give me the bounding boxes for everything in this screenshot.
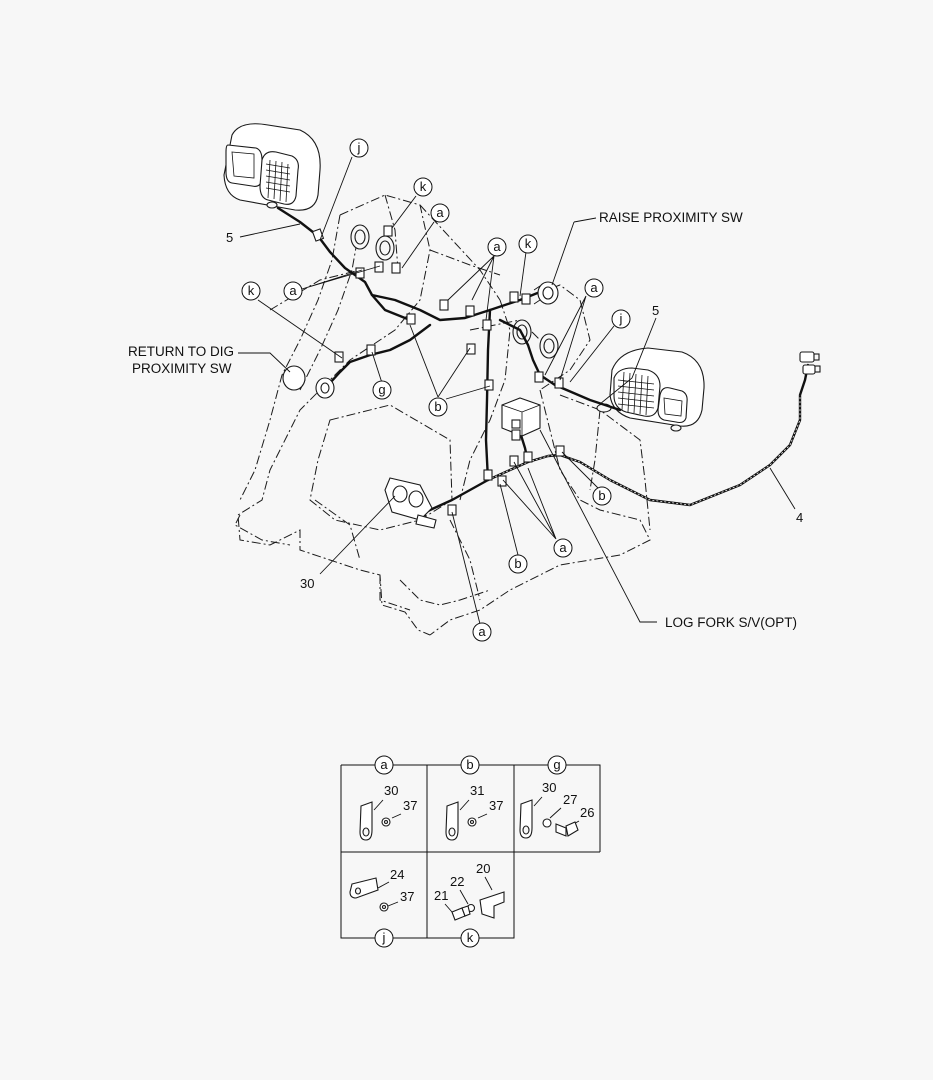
svg-text:a: a <box>436 205 444 220</box>
loader-frame-outline <box>234 194 651 636</box>
part-30-g: 30 <box>542 780 556 795</box>
part-24: 24 <box>390 867 404 882</box>
svg-text:k: k <box>525 236 532 251</box>
callout-4: 4 <box>796 510 803 525</box>
part-30: 30 <box>384 783 398 798</box>
raise-proximity-sw-label: RAISE PROXIMITY SW <box>599 210 743 225</box>
detail-cell-b: b 31 37 <box>445 755 503 841</box>
bubble-j-right: j <box>611 309 631 329</box>
svg-text:a: a <box>289 283 297 298</box>
svg-text:k: k <box>420 179 427 194</box>
svg-text:a: a <box>590 280 598 295</box>
bubble-b-mid: b <box>428 397 448 417</box>
detail-cell-a: a 30 37 <box>359 755 417 841</box>
svg-text:b: b <box>434 399 441 414</box>
part-21: 21 <box>434 888 448 903</box>
part-31: 31 <box>470 783 484 798</box>
wiring-harness <box>276 206 810 517</box>
pivot-bosses <box>350 224 612 413</box>
switch-cluster-30 <box>384 477 437 529</box>
part-37-b: 37 <box>489 798 503 813</box>
callout-30: 30 <box>300 576 314 591</box>
part-22: 22 <box>450 874 464 889</box>
svg-text:b: b <box>598 488 605 503</box>
svg-text:a: a <box>380 757 388 772</box>
bubble-k-top: k <box>413 177 433 197</box>
bubble-a-lower: a <box>553 538 573 558</box>
svg-text:g: g <box>378 382 385 397</box>
part-20: 20 <box>476 861 490 876</box>
detail-table: a 30 37 b 31 37 g 30 27 26 <box>340 755 601 948</box>
bubble-a-top: a <box>430 203 450 223</box>
part-27: 27 <box>563 792 577 807</box>
bubble-g-mid: g <box>372 380 392 400</box>
bubble-k-left: k <box>241 281 261 301</box>
svg-text:g: g <box>553 757 560 772</box>
svg-text:j: j <box>357 140 361 155</box>
bubble-a-mid1: a <box>487 237 507 257</box>
part-26: 26 <box>580 805 594 820</box>
bubble-k-mid: k <box>518 234 538 254</box>
left-work-lamp <box>223 123 321 211</box>
svg-text:b: b <box>466 757 473 772</box>
detail-bubbles: j k a a k a k g b a j b a b a <box>241 138 631 642</box>
detail-cell-g: g 30 27 26 <box>519 755 594 839</box>
leader-lines <box>238 156 796 625</box>
return-to-dig-label-line2: PROXIMITY SW <box>132 361 232 376</box>
svg-text:b: b <box>514 556 521 571</box>
bubble-a-right: a <box>584 278 604 298</box>
connector-4-end <box>799 351 821 375</box>
right-work-lamp <box>609 347 705 432</box>
svg-text:k: k <box>467 930 474 945</box>
svg-text:a: a <box>559 540 567 555</box>
svg-text:k: k <box>248 283 255 298</box>
bubble-a-left: a <box>283 281 303 301</box>
part-37-j: 37 <box>400 889 414 904</box>
bubble-b-lower: b <box>508 554 528 574</box>
callout-5-right: 5 <box>652 303 659 318</box>
part-37: 37 <box>403 798 417 813</box>
bubble-b-right: b <box>592 486 612 506</box>
svg-text:a: a <box>478 624 486 639</box>
callout-5-left: 5 <box>226 230 233 245</box>
return-to-dig-label-line1: RETURN TO DIG <box>128 344 234 359</box>
diagram-labels: RAISE PROXIMITY SW RETURN TO DIG PROXIMI… <box>128 210 803 630</box>
svg-text:j: j <box>382 930 386 945</box>
detail-cell-j: j 24 37 <box>349 867 414 948</box>
raise-proximity-switch <box>533 281 559 305</box>
harness-clamps <box>311 225 565 516</box>
return-to-dig-proximity-switch <box>282 365 335 399</box>
svg-text:a: a <box>493 239 501 254</box>
log-fork-solenoid-valve <box>501 397 541 437</box>
log-fork-label: LOG FORK S/V(OPT) <box>665 615 797 630</box>
detail-cell-k: k 20 22 21 <box>434 861 505 948</box>
bubble-a-bottom: a <box>472 622 492 642</box>
bubble-j-top: j <box>349 138 369 158</box>
svg-text:j: j <box>619 311 623 326</box>
